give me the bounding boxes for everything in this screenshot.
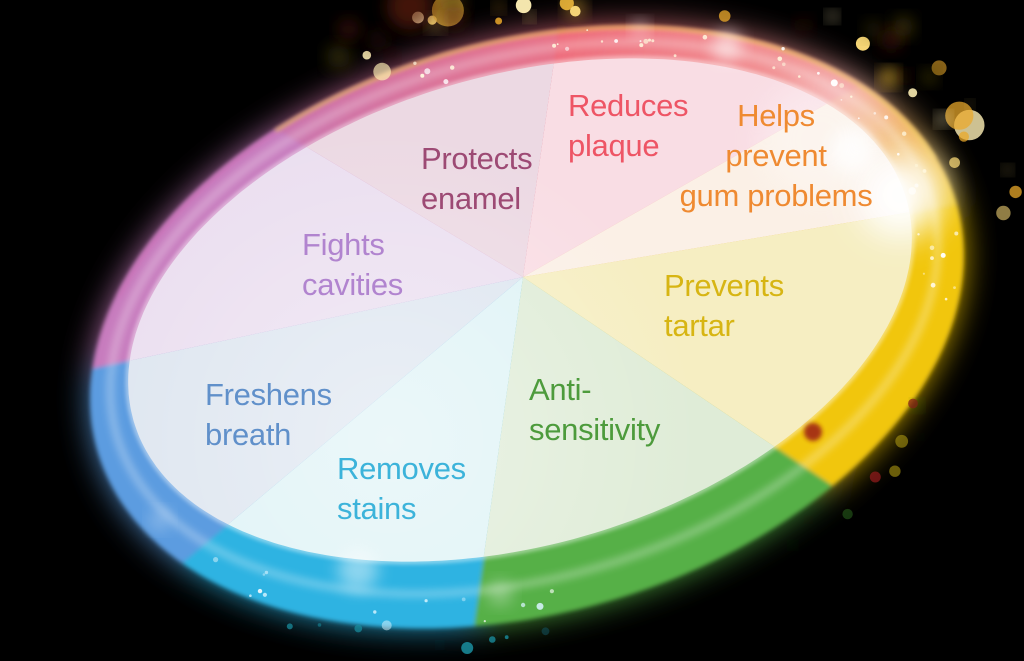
face-sheen bbox=[128, 58, 912, 562]
glare-spots bbox=[150, 20, 942, 605]
gold-fringe bbox=[274, 25, 936, 160]
rim-mid-gloss bbox=[106, 38, 942, 598]
sparkles bbox=[213, 0, 1022, 654]
magenta-fringe bbox=[118, 130, 278, 298]
